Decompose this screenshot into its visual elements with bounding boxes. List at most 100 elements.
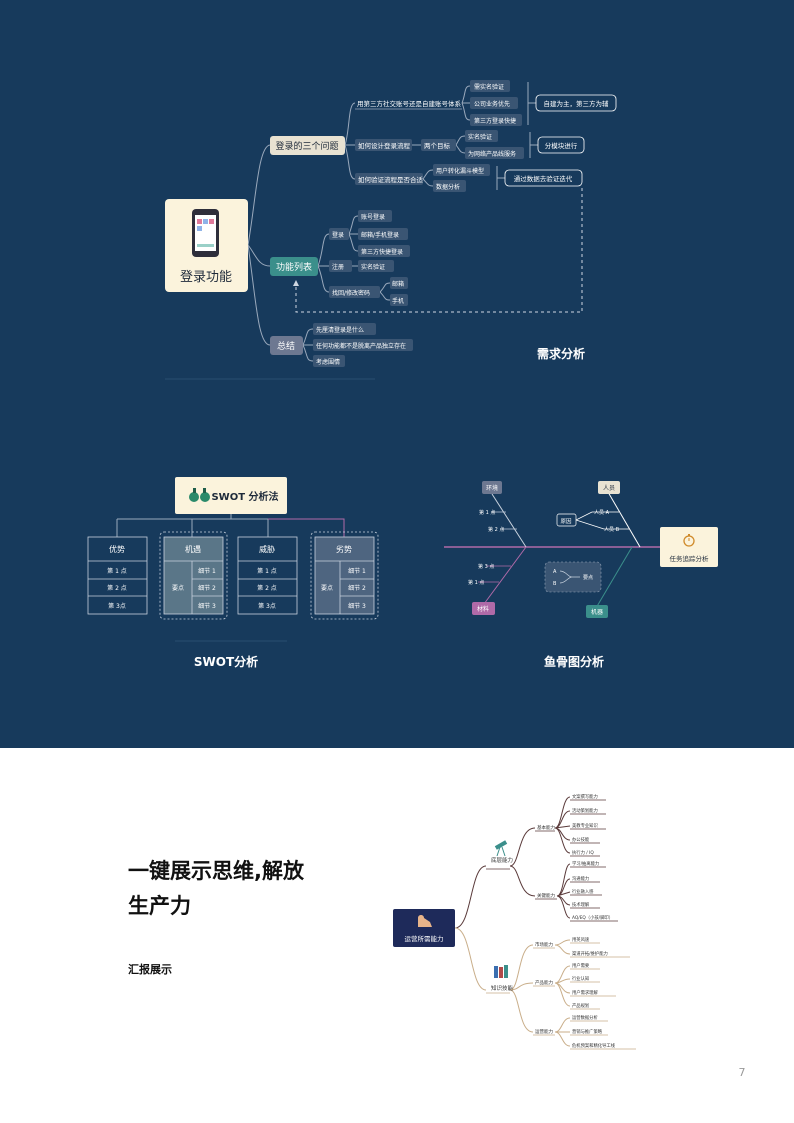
- swot-point: 第 2 点: [107, 584, 127, 592]
- fish-a: A: [553, 569, 557, 575]
- ops-leaf: 用英风速: [572, 936, 590, 943]
- swot-point: 第 3点: [258, 602, 276, 610]
- q1-item: 第三方登录快捷: [474, 117, 516, 125]
- binoculars-icon: [189, 488, 210, 502]
- ops-leaf: 技术理解: [572, 901, 590, 908]
- feature-recover: 找回/修改密码: [332, 289, 370, 297]
- swot-title: SWOT 分析法: [211, 490, 278, 503]
- feature-item: 邮箱/手机登录: [361, 231, 399, 239]
- branch-feature-list-label: 功能列表: [276, 261, 312, 273]
- q2-note: 分模块进行: [545, 141, 578, 150]
- swot-detail: 细节 1: [348, 567, 366, 575]
- ops-root-card: [393, 909, 455, 947]
- q3-label: 如何验证流程是否合适: [358, 175, 424, 184]
- ops-branch-a: 底层能力: [491, 856, 513, 864]
- ops-sub: 运营能力: [535, 1028, 553, 1035]
- swot-detail: 细节 3: [348, 602, 366, 610]
- branch-summary: [270, 336, 303, 355]
- feature-login: 登录: [332, 231, 344, 239]
- flexed-arm-icon: [418, 915, 432, 927]
- q2-note-box: [537, 136, 585, 154]
- swot-point: 第 1 点: [107, 567, 127, 575]
- ops-leaf: 行业认知: [572, 975, 589, 982]
- ops-sub: 基本能力: [537, 824, 555, 831]
- q2-mid: 两个目标: [424, 141, 451, 150]
- q1-item: 公司业务优先: [474, 100, 510, 108]
- branch-login-questions-label: 登录的三个问题: [275, 140, 338, 152]
- q3-note: 通过数据去验证迭代: [514, 174, 573, 183]
- q3-item: 数据分析: [436, 183, 460, 191]
- swot-point: 第 3点: [108, 602, 126, 610]
- fish-person: 人员 B: [604, 527, 620, 533]
- telescope-icon: [494, 840, 508, 857]
- ops-leaf: 办公技能: [572, 836, 590, 843]
- subhead: 汇报展示: [128, 962, 172, 976]
- dark-panel: [0, 0, 794, 748]
- q2-label: 如何设计登录流程: [358, 141, 411, 150]
- q3-node: [355, 173, 423, 185]
- swot-weaknesses: 劣势: [336, 544, 352, 554]
- feedback-dashed-arrow: [293, 188, 583, 313]
- swot-detail: 细节 1: [198, 567, 216, 575]
- q1-note: 自建为主，第三方为辅: [544, 99, 610, 108]
- q3-item: 用户转化漏斗模型: [436, 167, 484, 175]
- fish-key: 要点: [583, 575, 593, 581]
- swot-point: 第 2 点: [257, 584, 277, 592]
- summary-item: 考虑围情: [316, 358, 340, 366]
- feature-item: 实名验证: [361, 263, 385, 271]
- stopwatch-icon: [683, 534, 695, 547]
- ops-branch-b: 知识技能: [491, 984, 514, 992]
- ops-leaves: 文案撰写能力 活动策划能力 美教专业知识 办公技能 执行力 / IQ 学习/抽离…: [572, 793, 616, 1049]
- ops-leaf: AQ/EQ（小孩/脚印）: [572, 914, 613, 921]
- ops-leaf: 用户需求理解: [572, 989, 598, 996]
- summary-item: 先厘清登录是什么: [316, 326, 364, 334]
- q1-note-box: [535, 94, 617, 112]
- branch-summary-label: 总结: [277, 340, 295, 352]
- branch-login-questions: [270, 136, 345, 155]
- feature-item: 账号登录: [361, 213, 385, 221]
- ops-leaf: 危机预案和精化导工线: [572, 1042, 616, 1049]
- ops-leaf: 沟通能力: [572, 875, 589, 882]
- root-label: 登录功能: [180, 270, 232, 285]
- feature-register: 注册: [332, 263, 344, 271]
- q2-node: [355, 139, 412, 151]
- mindmap-login: [247, 82, 538, 362]
- swot-opportunities: 机遇: [185, 544, 201, 554]
- ops-leaf: 执行力 / IQ: [572, 849, 594, 856]
- swot-diagram: SWOT 分析法 优势 第 1 点 第 2 点 第 3点 机遇 要点 细节 1 …: [87, 477, 379, 669]
- headline-line2: 生产力: [128, 894, 191, 918]
- feature-item: 第三方快捷登录: [361, 248, 403, 256]
- mindmap-ops-lines: [486, 799, 636, 1050]
- phone-icon: [192, 209, 219, 257]
- swot-threats: 威胁: [259, 544, 275, 554]
- feature-item: 邮箱: [392, 280, 404, 288]
- q3-note-box: [504, 169, 583, 187]
- caption-swot: SWOT分析: [194, 654, 258, 669]
- swot-detail: 细节 2: [198, 584, 216, 592]
- q1-item: 需实名验证: [474, 83, 504, 91]
- q1-label: 用第三方社交账号还是自建账号体系: [357, 99, 462, 108]
- bone-people: 人员: [603, 485, 615, 492]
- ops-leaf: 学习/抽离能力: [572, 860, 599, 867]
- headline-line1: 一键展示思维,解放: [128, 859, 305, 883]
- fish-head: 任务追踪分析: [670, 554, 710, 563]
- ops-sub: 产品能力: [535, 979, 553, 986]
- fish-point: 第 2 点: [488, 526, 504, 533]
- swot-point: 第 1 点: [257, 567, 277, 575]
- fishbone-diagram: 环境 人员 材料 机器 第 1 点 第 2 点 第 3 点 第 1 点 人员 A…: [444, 481, 718, 669]
- ops-leaf: 文案撰写能力: [572, 793, 598, 800]
- feature-nodes: 登录 账号登录 邮箱/手机登录 第三方快捷登录 注册 实名验证 找回/修改密码 …: [329, 210, 410, 306]
- feature-item: 手机: [392, 297, 404, 305]
- fish-point: 第 3 点: [478, 563, 494, 570]
- ops-leaf: 产品规划: [572, 1002, 589, 1009]
- q2-item: 为网络产品线服务: [468, 150, 516, 158]
- ops-leaf: 用户需要: [572, 962, 590, 969]
- caption-fishbone: 鱼骨图分析: [544, 654, 604, 669]
- q1-items: 需实名验证 公司业务优先 第三方登录快捷: [470, 80, 522, 126]
- ops-sub: 关键能力: [537, 892, 555, 899]
- ops-leaf: 美教专业知识: [572, 822, 598, 829]
- ops-leaf: 渠道开拓/维护能力: [572, 950, 608, 957]
- page-number: 7: [739, 1066, 746, 1079]
- swot-strengths: 优势: [109, 544, 125, 554]
